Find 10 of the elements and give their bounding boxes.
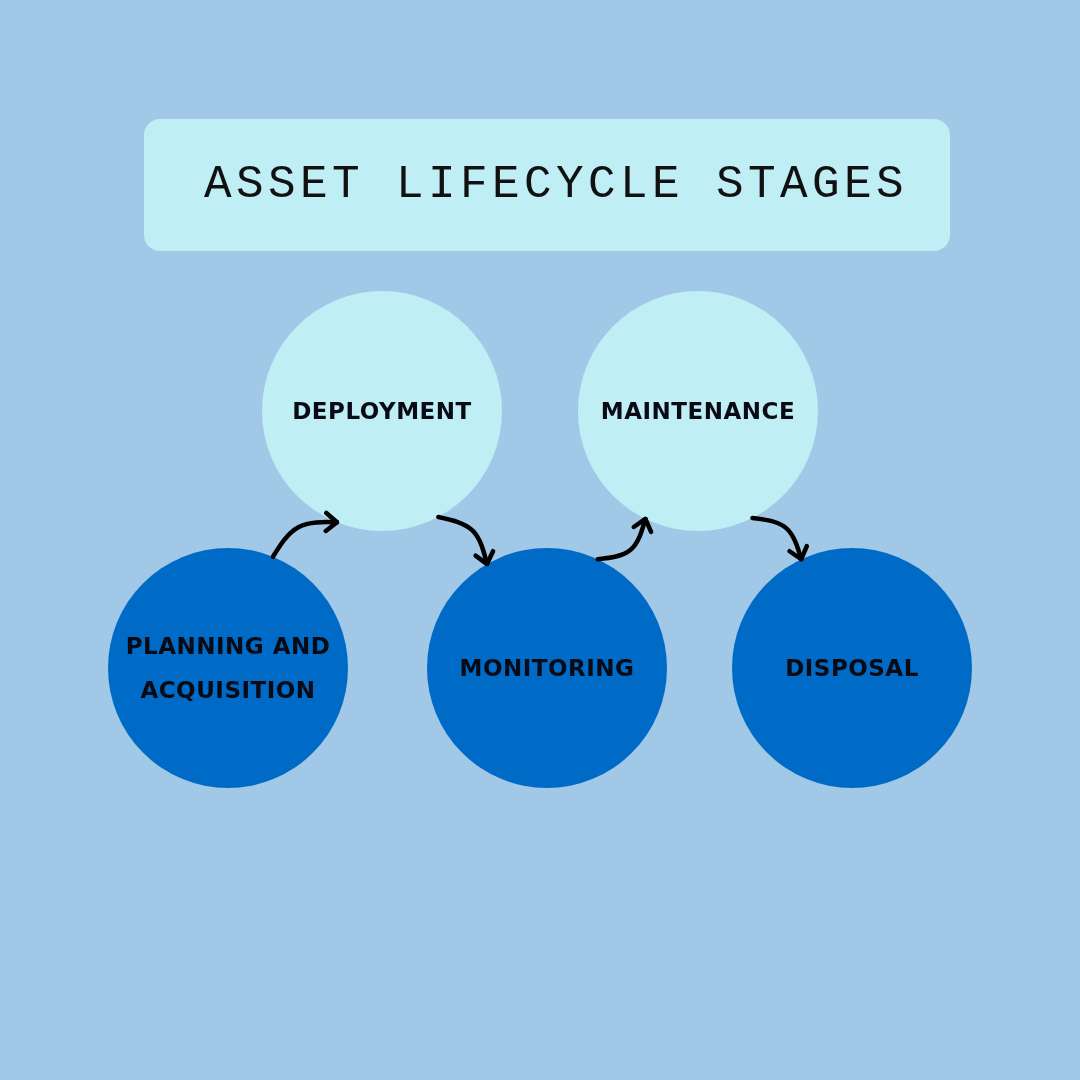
stage-label: MONITORING (458, 654, 636, 683)
title: ASSET LIFECYCLE STAGES (204, 158, 909, 213)
curved-arrow (436, 514, 496, 567)
stage-label: DISPOSAL (784, 654, 920, 683)
curved-arrow (750, 515, 810, 562)
curved-arrow (270, 510, 340, 559)
stage-label: PLANNING AND ACQUISITION (124, 632, 332, 705)
curved-arrow (595, 516, 654, 562)
stage-label: DEPLOYMENT (291, 397, 473, 426)
stage-label: MAINTENANCE (599, 397, 797, 426)
